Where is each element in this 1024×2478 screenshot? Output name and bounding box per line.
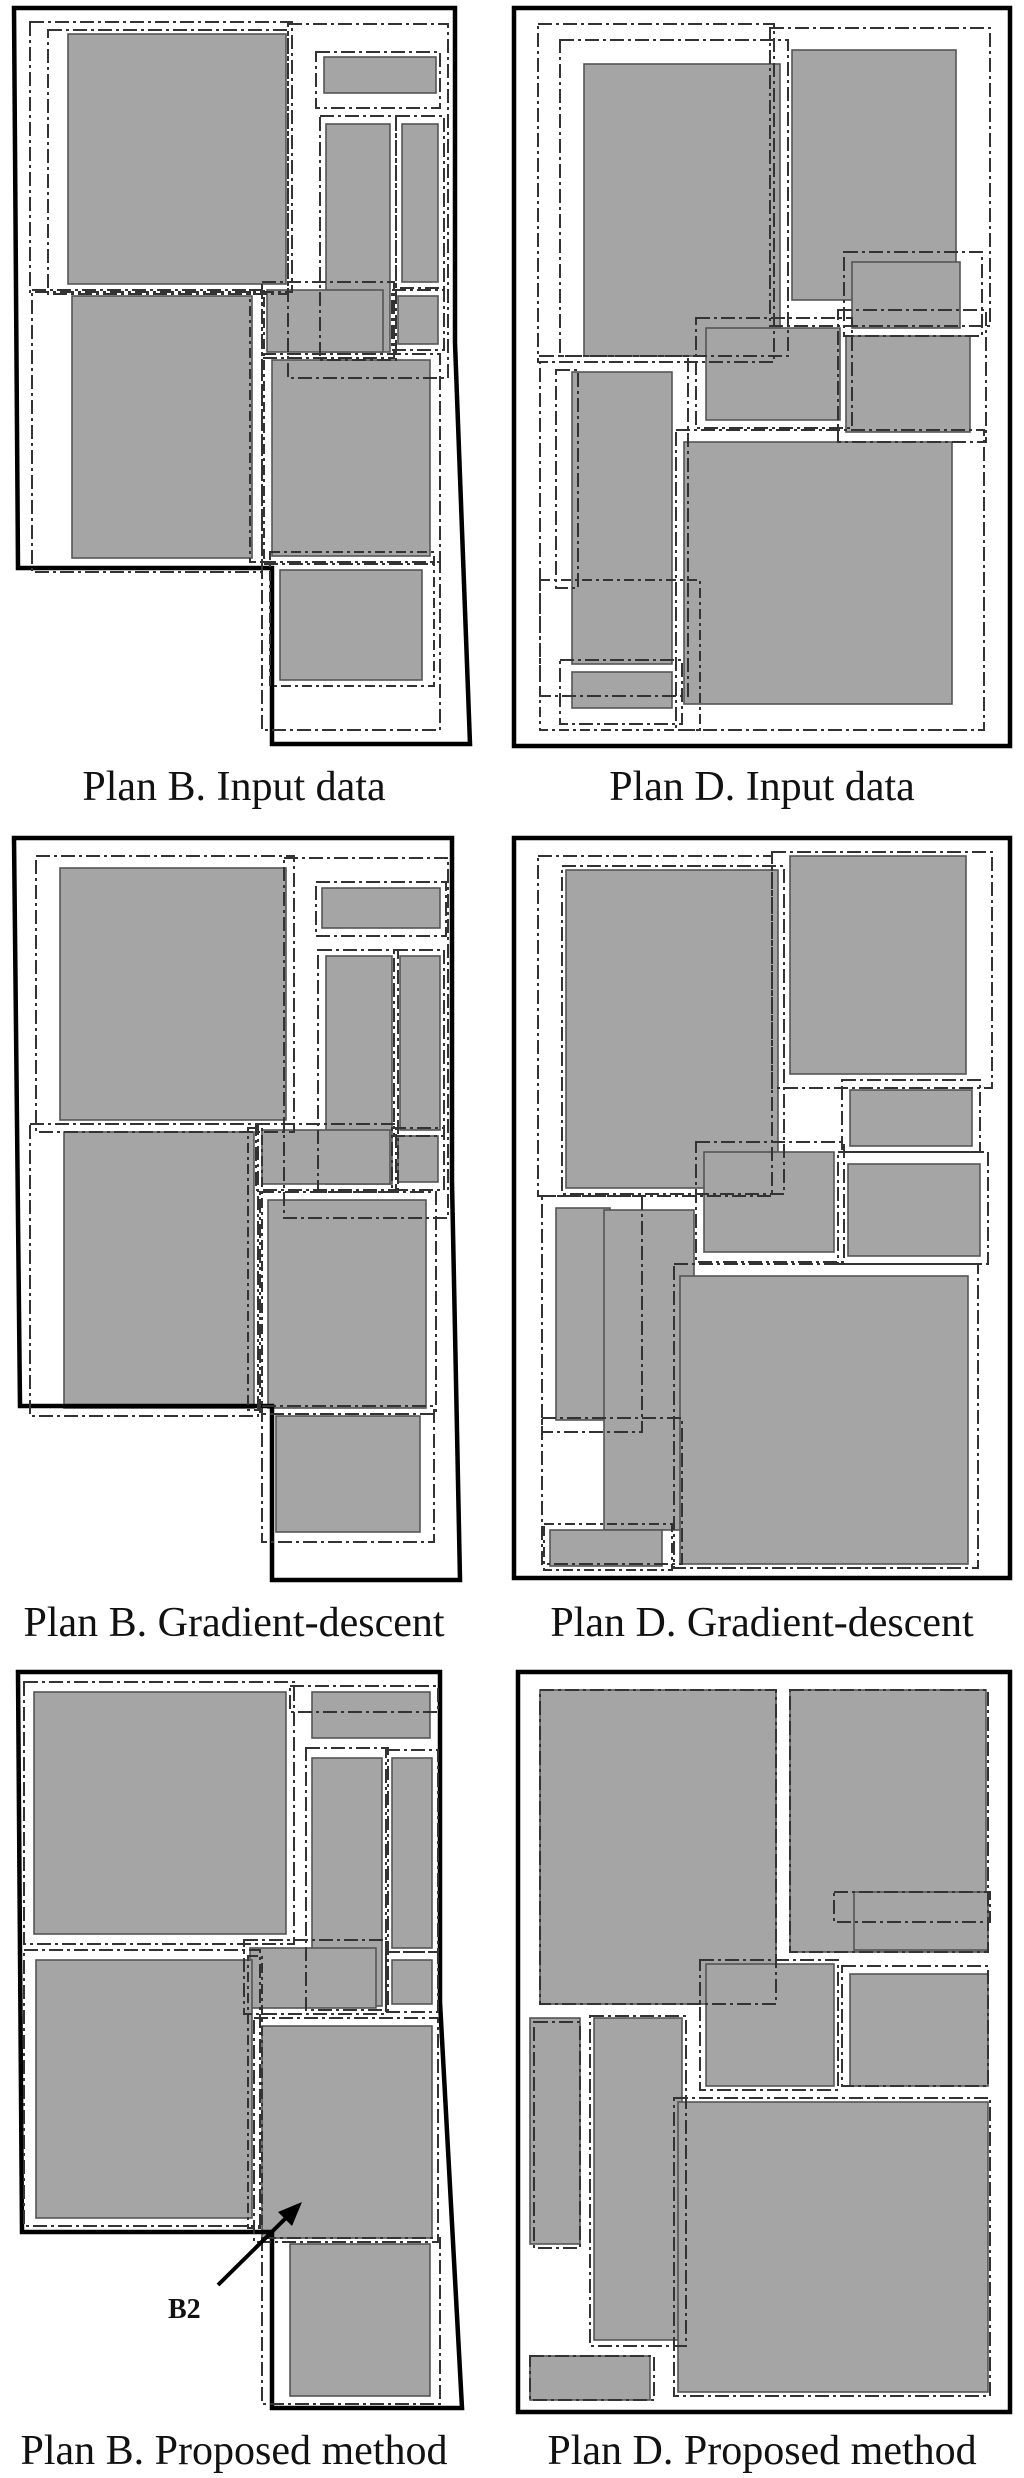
dash-dot-outlines — [29, 855, 449, 1543]
caption-plan-d-input: Plan D. Input data — [609, 764, 915, 810]
dash-dot-outlines — [23, 1681, 441, 2405]
rooms — [67, 33, 439, 681]
arrowhead-icon — [278, 2202, 302, 2226]
panel-plan-b-gradient — [11, 835, 463, 1583]
building-boundary — [515, 1669, 1013, 2415]
caption-plan-b-input: Plan B. Input data — [82, 764, 386, 810]
caption-plan-b-gradient: Plan B. Gradient-descent — [23, 1600, 444, 1646]
caption-plan-d-gradient: Plan D. Gradient-descent — [550, 1600, 974, 1646]
panel-plan-d-proposed — [515, 1669, 1013, 2415]
rooms — [529, 1689, 989, 2401]
building-boundary — [11, 835, 463, 1583]
dash-dot-outlines — [529, 1689, 991, 2401]
rooms — [59, 867, 441, 1533]
caption-plan-b-proposed: Plan B. Proposed method — [21, 2428, 448, 2474]
rooms — [549, 855, 981, 1567]
dash-dot-outlines — [537, 23, 991, 731]
building-boundary — [511, 5, 1013, 749]
dash-dot-outlines — [537, 851, 993, 1571]
dash-dot-outlines — [29, 21, 449, 731]
panel-plan-b-proposed: B2 — [15, 1669, 465, 2411]
rooms — [33, 1691, 433, 2397]
building-boundary — [511, 835, 1013, 1581]
captions: Plan B. Input data Plan D. Input data Pl… — [21, 764, 977, 2474]
building-boundary — [15, 1669, 465, 2411]
b2-label: B2 — [168, 2294, 201, 2325]
arrow-icon — [216, 2210, 294, 2287]
building-boundary — [11, 5, 473, 747]
caption-plan-d-proposed: Plan D. Proposed method — [547, 2428, 976, 2474]
rooms — [571, 49, 971, 709]
panel-plan-b-input — [11, 5, 473, 747]
panel-plan-d-gradient — [511, 835, 1013, 1581]
b2-annotation: B2 — [168, 2202, 302, 2325]
panel-plan-d-input — [511, 5, 1013, 749]
